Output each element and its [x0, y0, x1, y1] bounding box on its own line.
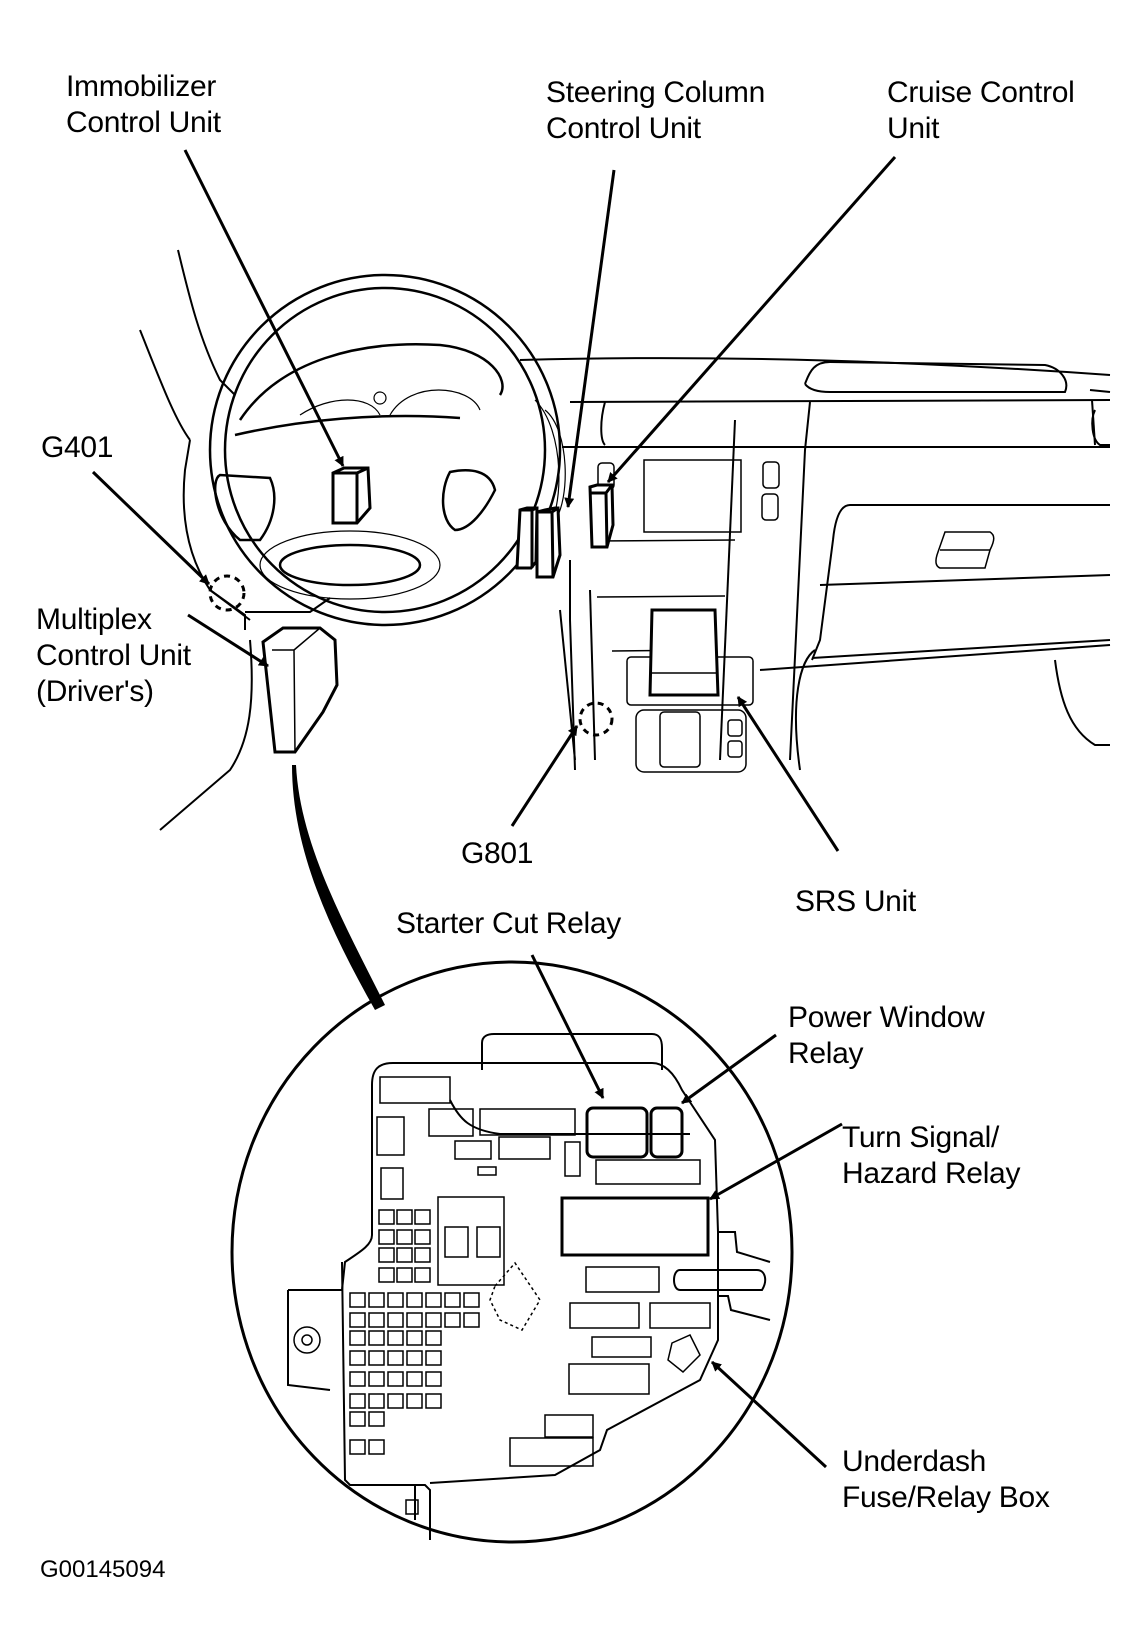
fuse-box-components — [293, 1076, 711, 1515]
fuse-slot — [425, 1371, 442, 1387]
fuse-slot — [414, 1247, 431, 1263]
label-multiplex-control-unit: Multiplex Control Unit (Driver's) — [36, 602, 191, 710]
label-srs-unit: SRS Unit — [795, 884, 916, 920]
leader-arrows — [91, 149, 897, 1469]
fuse-slot — [414, 1209, 431, 1225]
fuse-box-relays — [560, 1106, 710, 1257]
fuse-slot — [425, 1393, 442, 1409]
label-line: Fuse/Relay Box — [842, 1481, 1050, 1514]
g401-ground-point — [208, 574, 246, 612]
fuse-slot — [406, 1350, 423, 1366]
fuse-slot — [349, 1371, 366, 1387]
fuse-slot — [368, 1439, 385, 1455]
fuse-slot — [414, 1267, 431, 1283]
fuse-slot — [463, 1292, 480, 1308]
fuse-slot — [378, 1229, 395, 1245]
fuse-slot — [378, 1209, 395, 1225]
fuse-slot — [406, 1292, 423, 1308]
label-power-window-relay: Power Window Relay — [788, 1000, 985, 1072]
label-line: Cruise Control — [887, 76, 1075, 109]
label-line: Underdash — [842, 1445, 987, 1478]
fuse-slot — [387, 1292, 404, 1308]
fuse-slot — [444, 1292, 461, 1308]
label-line: Steering Column — [546, 76, 765, 109]
label-line: Multiplex — [36, 603, 152, 636]
label-line: Unit — [887, 112, 940, 145]
fuse-slot — [463, 1312, 480, 1328]
label-cruise-control-unit: Cruise Control Unit — [887, 75, 1075, 147]
center-console — [591, 459, 995, 773]
fuse-slot — [396, 1247, 413, 1263]
detail-connector — [292, 765, 385, 1010]
fuse-slot — [349, 1411, 366, 1427]
label-line: Power Window — [788, 1001, 985, 1034]
fuse-slot — [349, 1312, 366, 1328]
fuse-slot — [349, 1350, 366, 1366]
label-line: G801 — [461, 837, 534, 870]
fuse-grid — [349, 1209, 480, 1455]
srs-unit — [648, 608, 720, 697]
fuse-slot — [406, 1371, 423, 1387]
fuse-slot — [368, 1292, 385, 1308]
multiplex-unit — [261, 626, 339, 754]
label-steering-column-control-unit: Steering Column Control Unit — [546, 75, 765, 147]
label-line: SRS Unit — [795, 885, 916, 918]
fuse-slot — [387, 1330, 404, 1346]
label-line: Control Unit — [66, 106, 221, 139]
fuse-slot — [368, 1411, 385, 1427]
fuse-slot — [387, 1371, 404, 1387]
fuse-slot — [425, 1292, 442, 1308]
fuse-slot — [387, 1350, 404, 1366]
label-line: Relay — [788, 1037, 864, 1070]
label-g401: G401 — [41, 430, 114, 466]
fuse-slot — [378, 1267, 395, 1283]
fuse-slot — [387, 1312, 404, 1328]
fuse-slot — [396, 1209, 413, 1225]
fuse-slot — [349, 1330, 366, 1346]
fuse-slot — [406, 1312, 423, 1328]
label-starter-cut-relay: Starter Cut Relay — [396, 906, 621, 942]
fuse-slot — [349, 1393, 366, 1409]
label-line: Control Unit — [36, 639, 191, 672]
label-line: Starter Cut Relay — [396, 907, 621, 940]
cruise-control-unit — [588, 483, 615, 549]
fuse-slot — [349, 1439, 366, 1455]
label-line: G401 — [41, 431, 114, 464]
label-line: Hazard Relay — [842, 1157, 1021, 1190]
fuse-slot — [368, 1350, 385, 1366]
fuse-slot — [425, 1350, 442, 1366]
label-line: Control Unit — [546, 112, 701, 145]
fuse-slot — [425, 1312, 442, 1328]
fuse-slot — [406, 1330, 423, 1346]
label-immobilizer-control-unit: Immobilizer Control Unit — [66, 69, 221, 141]
detail-circle — [230, 960, 794, 1544]
immobilizer-unit — [331, 466, 372, 525]
fuse-slot — [368, 1312, 385, 1328]
fuse-slot — [396, 1229, 413, 1245]
fuse-slot — [414, 1229, 431, 1245]
fuse-slot — [387, 1393, 404, 1409]
label-line: Immobilizer — [66, 70, 217, 103]
fuse-slot — [349, 1292, 366, 1308]
label-turn-signal-hazard-relay: Turn Signal/ Hazard Relay — [842, 1120, 1020, 1192]
fuse-slot — [368, 1393, 385, 1409]
fuse-slot — [425, 1330, 442, 1346]
label-line: (Driver's) — [36, 675, 154, 708]
fuse-slot — [368, 1371, 385, 1387]
fuse-slot — [396, 1267, 413, 1283]
g801-ground-point — [578, 701, 614, 737]
fuse-slot — [378, 1247, 395, 1263]
fuse-slot — [444, 1312, 461, 1328]
steering-wheel — [208, 273, 562, 627]
figure-id: G00145094 — [40, 1556, 166, 1583]
steering-column-units — [515, 506, 562, 579]
label-line: Turn Signal/ — [842, 1121, 1000, 1154]
label-g801: G801 — [461, 836, 534, 872]
fuse-slot — [406, 1393, 423, 1409]
fuse-relay-box — [287, 1033, 771, 1540]
fuse-slot — [368, 1330, 385, 1346]
label-underdash-fuse-relay-box: Underdash Fuse/Relay Box — [842, 1444, 1050, 1516]
